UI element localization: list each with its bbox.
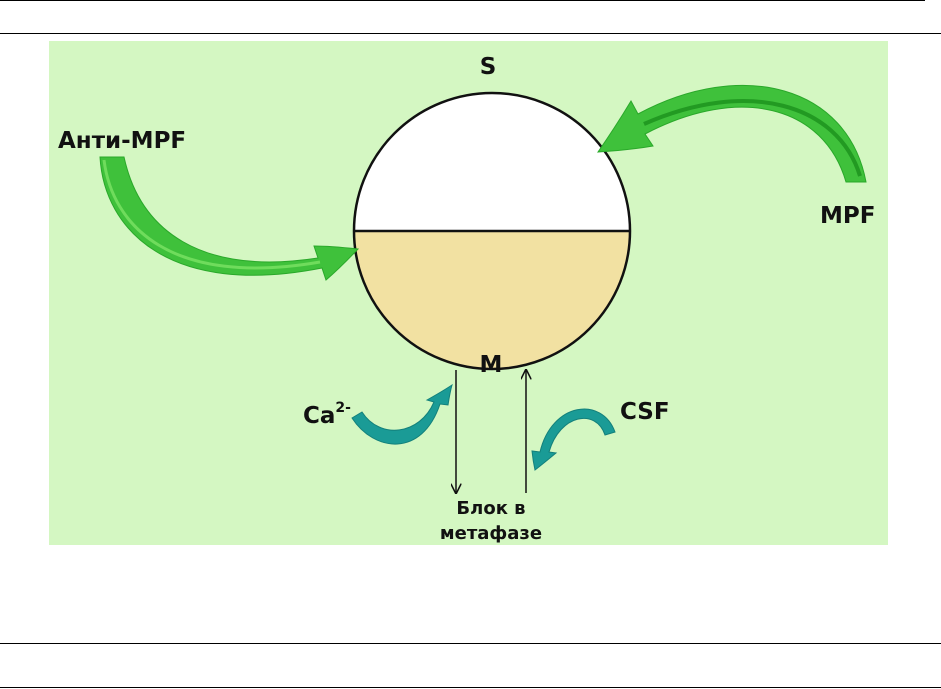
metaphase-block-label-line1: Блок в [456,498,525,519]
csf-arrow [531,408,616,471]
footer-rule-bottom [0,687,941,688]
s-phase-half [354,93,630,231]
top-rule [0,0,925,1]
mpf-arrow [597,85,867,183]
ca-label: Ca2- [303,400,351,429]
anti-mpf-arrow [99,156,360,281]
ca-label-base: Ca [303,403,335,429]
csf-label: CSF [620,399,670,425]
header-rule [0,33,941,34]
m-phase-half [354,231,630,369]
ca-label-superscript: 2- [335,400,351,416]
s-phase-label: S [480,54,497,80]
metaphase-block-label-line2: метафазе [440,523,542,544]
mpf-label: MPF [820,203,875,229]
m-phase-label: M [480,352,503,378]
anti-mpf-label: Анти-MPF [58,128,186,154]
cycle-circle [352,91,632,371]
ca-arrow [351,383,453,445]
footer-rule-top [0,643,941,644]
